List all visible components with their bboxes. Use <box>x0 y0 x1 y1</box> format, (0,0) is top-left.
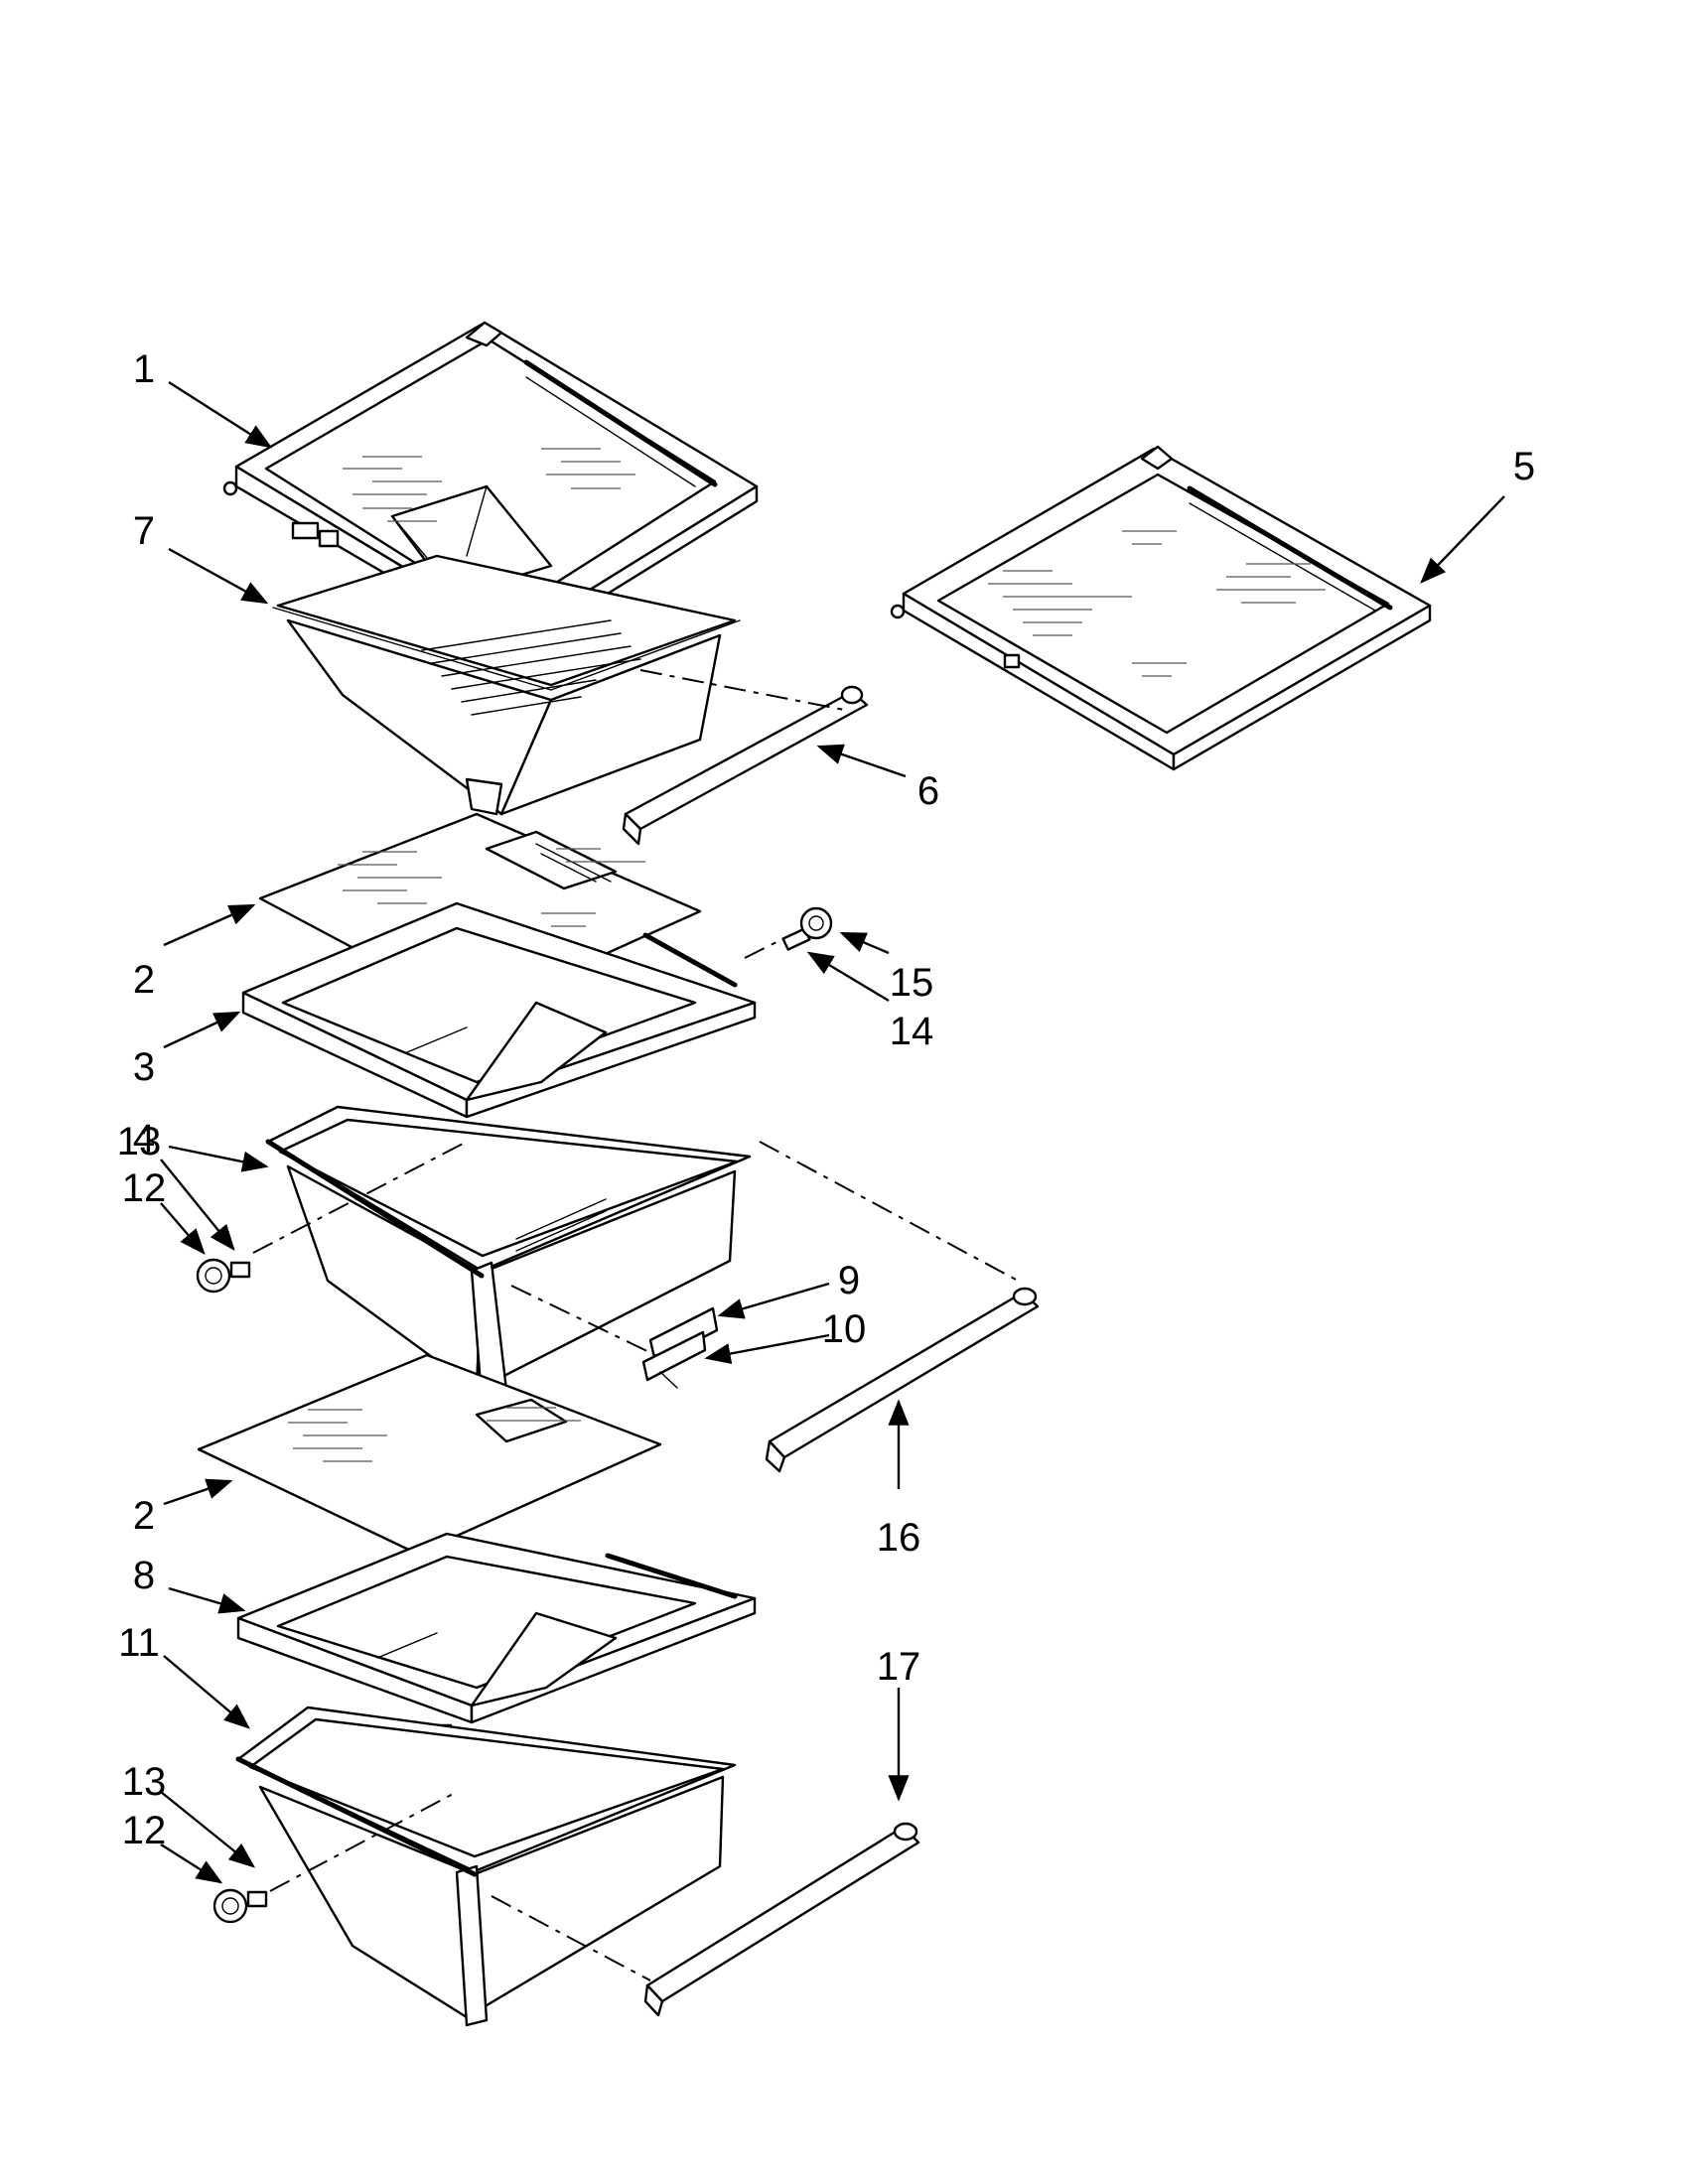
leader-lines <box>160 380 1505 1884</box>
callout-12-upper: 12 <box>122 1166 167 1210</box>
callout-1: 1 <box>133 347 155 391</box>
part-11-crisper-pan <box>235 1706 737 2027</box>
callout-labels: 1 2 2 3 4 5 6 7 8 9 10 11 12 12 13 13 14… <box>117 347 1535 1852</box>
callout-5: 5 <box>1513 445 1535 488</box>
callout-9: 9 <box>838 1259 860 1302</box>
part-8-crisper-cover-frame <box>236 1532 757 1745</box>
part-13-axle-upper <box>229 1261 251 1279</box>
callout-12-lower: 12 <box>122 1809 167 1852</box>
callout-8: 8 <box>133 1554 155 1597</box>
callout-16: 16 <box>877 1516 921 1560</box>
part-5-shelf <box>890 445 1432 771</box>
part-15-roller <box>799 906 833 940</box>
part-13-axle-lower <box>246 1890 268 1908</box>
callout-2-upper: 2 <box>133 958 155 1002</box>
part-1-upper-shelf <box>222 321 759 652</box>
part-3-crisper-cover-frame <box>241 901 757 1119</box>
callout-17: 17 <box>877 1645 921 1689</box>
part-12-roller-lower <box>212 1888 248 1924</box>
callout-7: 7 <box>133 509 155 553</box>
assembly-lines <box>252 669 1019 1981</box>
part-6-front-trim <box>622 685 869 846</box>
callout-6: 6 <box>917 769 939 813</box>
part-7-meat-pan <box>272 554 741 816</box>
callout-3: 3 <box>133 1045 155 1089</box>
part-4-crisper-pan <box>265 1105 752 1400</box>
callout-15: 15 <box>890 961 934 1005</box>
part-16-front-trim <box>765 1287 1040 1473</box>
callout-11: 11 <box>118 1621 160 1665</box>
callout-10: 10 <box>822 1307 867 1351</box>
callout-13-upper: 13 <box>117 1120 162 1163</box>
part-2-glass-panel-lower <box>197 1353 662 1556</box>
callout-4: 4 <box>133 1117 155 1160</box>
part-12-roller-upper <box>196 1258 231 1294</box>
callout-14: 14 <box>890 1010 934 1053</box>
part-17-front-trim <box>643 1822 920 2017</box>
callout-2-lower: 2 <box>133 1494 155 1538</box>
callout-13-lower: 13 <box>122 1760 167 1804</box>
